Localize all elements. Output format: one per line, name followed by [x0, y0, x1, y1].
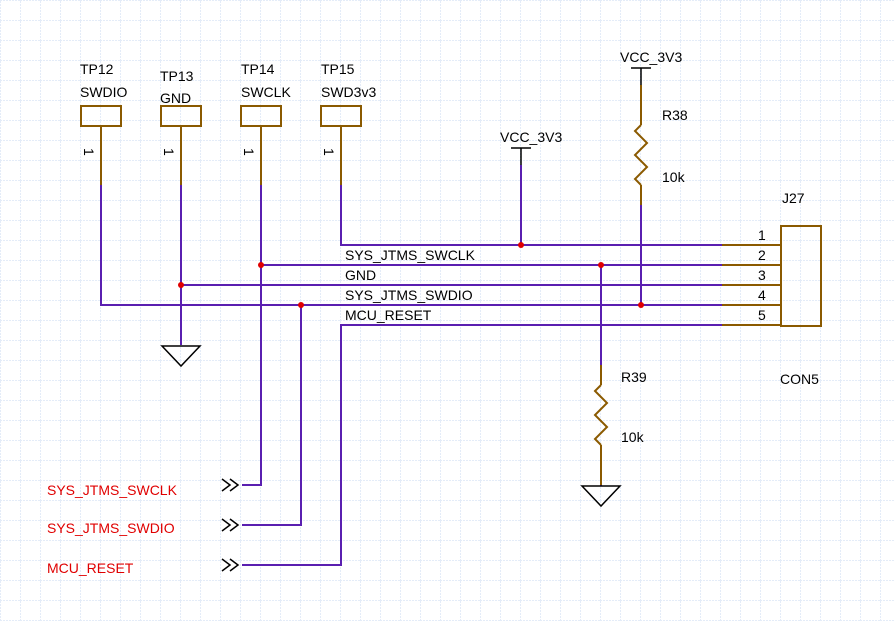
port-swclk-label: SYS_JTMS_SWCLK — [47, 482, 178, 498]
ground-icon — [580, 485, 622, 508]
port-swdio-label: SYS_JTMS_SWDIO — [47, 520, 175, 536]
resistor-r38[interactable]: R38 10k — [633, 85, 688, 205]
tp13-ref: TP13 — [160, 68, 194, 84]
j27-ref: J27 — [782, 190, 805, 206]
r38-ref: R38 — [662, 107, 688, 123]
port-swclk[interactable]: SYS_JTMS_SWCLK — [47, 478, 240, 498]
wires — [100, 165, 722, 566]
port-arrow-icon — [221, 518, 232, 532]
port-arrow-icon — [229, 518, 240, 532]
vcc-top-label: VCC_3V3 — [620, 49, 682, 65]
test-point-tp14[interactable]: TP14 SWCLK 1 — [240, 61, 291, 185]
tp12-signal: SWDIO — [80, 84, 128, 100]
j27-body — [780, 225, 822, 327]
port-arrow-icon — [221, 558, 232, 572]
net-label-reset: MCU_RESET — [345, 307, 432, 323]
junction-dot — [258, 262, 264, 268]
wire-tp14-swclk — [242, 185, 262, 486]
r38-zigzag — [633, 124, 649, 186]
tp15-ref: TP15 — [321, 61, 355, 77]
junction-dot — [518, 242, 524, 248]
tp14-signal: SWCLK — [241, 84, 291, 100]
tp15-pin: 1 — [321, 148, 337, 156]
j27-pin-number: 4 — [758, 287, 766, 303]
j27-pin-number: 3 — [758, 267, 766, 283]
test-point-tp13[interactable]: TP13 GND 1 — [160, 68, 202, 185]
junction-dot — [178, 282, 184, 288]
vcc-mid-label: VCC_3V3 — [500, 129, 562, 145]
vcc-top-symbol[interactable]: VCC_3V3 — [620, 49, 682, 85]
tp12-pin: 1 — [81, 148, 97, 156]
ground-icon — [160, 345, 202, 368]
tp13-signal: GND — [160, 90, 191, 106]
wire-swdio-port — [242, 305, 302, 526]
r39-zigzag — [593, 384, 609, 446]
junction-dot — [598, 262, 604, 268]
junction-dot — [638, 302, 644, 308]
port-reset-label: MCU_RESET — [47, 560, 134, 576]
ground-symbol — [580, 485, 622, 508]
r38-value: 10k — [662, 169, 686, 185]
net-label-swclk: SYS_JTMS_SWCLK — [345, 247, 476, 263]
wire-tp12-swdio — [100, 185, 722, 306]
r39-ref: R39 — [621, 369, 647, 385]
port-swdio[interactable]: SYS_JTMS_SWDIO — [47, 518, 240, 536]
tp15-signal: SWD3v3 — [321, 84, 376, 100]
port-reset[interactable]: MCU_RESET — [47, 558, 240, 576]
test-point-tp15[interactable]: TP15 SWD3v3 1 — [320, 61, 376, 185]
junctions — [178, 242, 644, 308]
tp13-pin: 1 — [161, 148, 177, 156]
j27-pin-number: 5 — [758, 307, 766, 323]
test-point-tp12[interactable]: TP12 SWDIO 1 — [80, 61, 128, 185]
j27-pin-number: 2 — [758, 247, 766, 263]
connector-j27[interactable]: J27 1 2 3 4 5 CON5 — [722, 190, 822, 387]
port-arrow-icon — [221, 478, 232, 492]
tp14-pin: 1 — [241, 148, 257, 156]
wire-reset — [242, 324, 722, 566]
port-arrow-icon — [229, 558, 240, 572]
r39-value: 10k — [621, 429, 645, 445]
port-arrow-icon — [229, 478, 240, 492]
j27-pin-number: 1 — [758, 227, 766, 243]
junction-dot — [298, 302, 304, 308]
ground-symbol — [160, 345, 202, 368]
wire-tp15-3v3 — [340, 185, 722, 246]
tp12-ref: TP12 — [80, 61, 114, 77]
tp14-ref: TP14 — [241, 61, 275, 77]
net-label-gnd: GND — [345, 267, 376, 283]
net-label-swdio: SYS_JTMS_SWDIO — [345, 287, 473, 303]
j27-type: CON5 — [780, 371, 819, 387]
vcc-mid-symbol[interactable]: VCC_3V3 — [500, 129, 562, 165]
resistor-r39[interactable]: R39 10k — [593, 365, 647, 485]
